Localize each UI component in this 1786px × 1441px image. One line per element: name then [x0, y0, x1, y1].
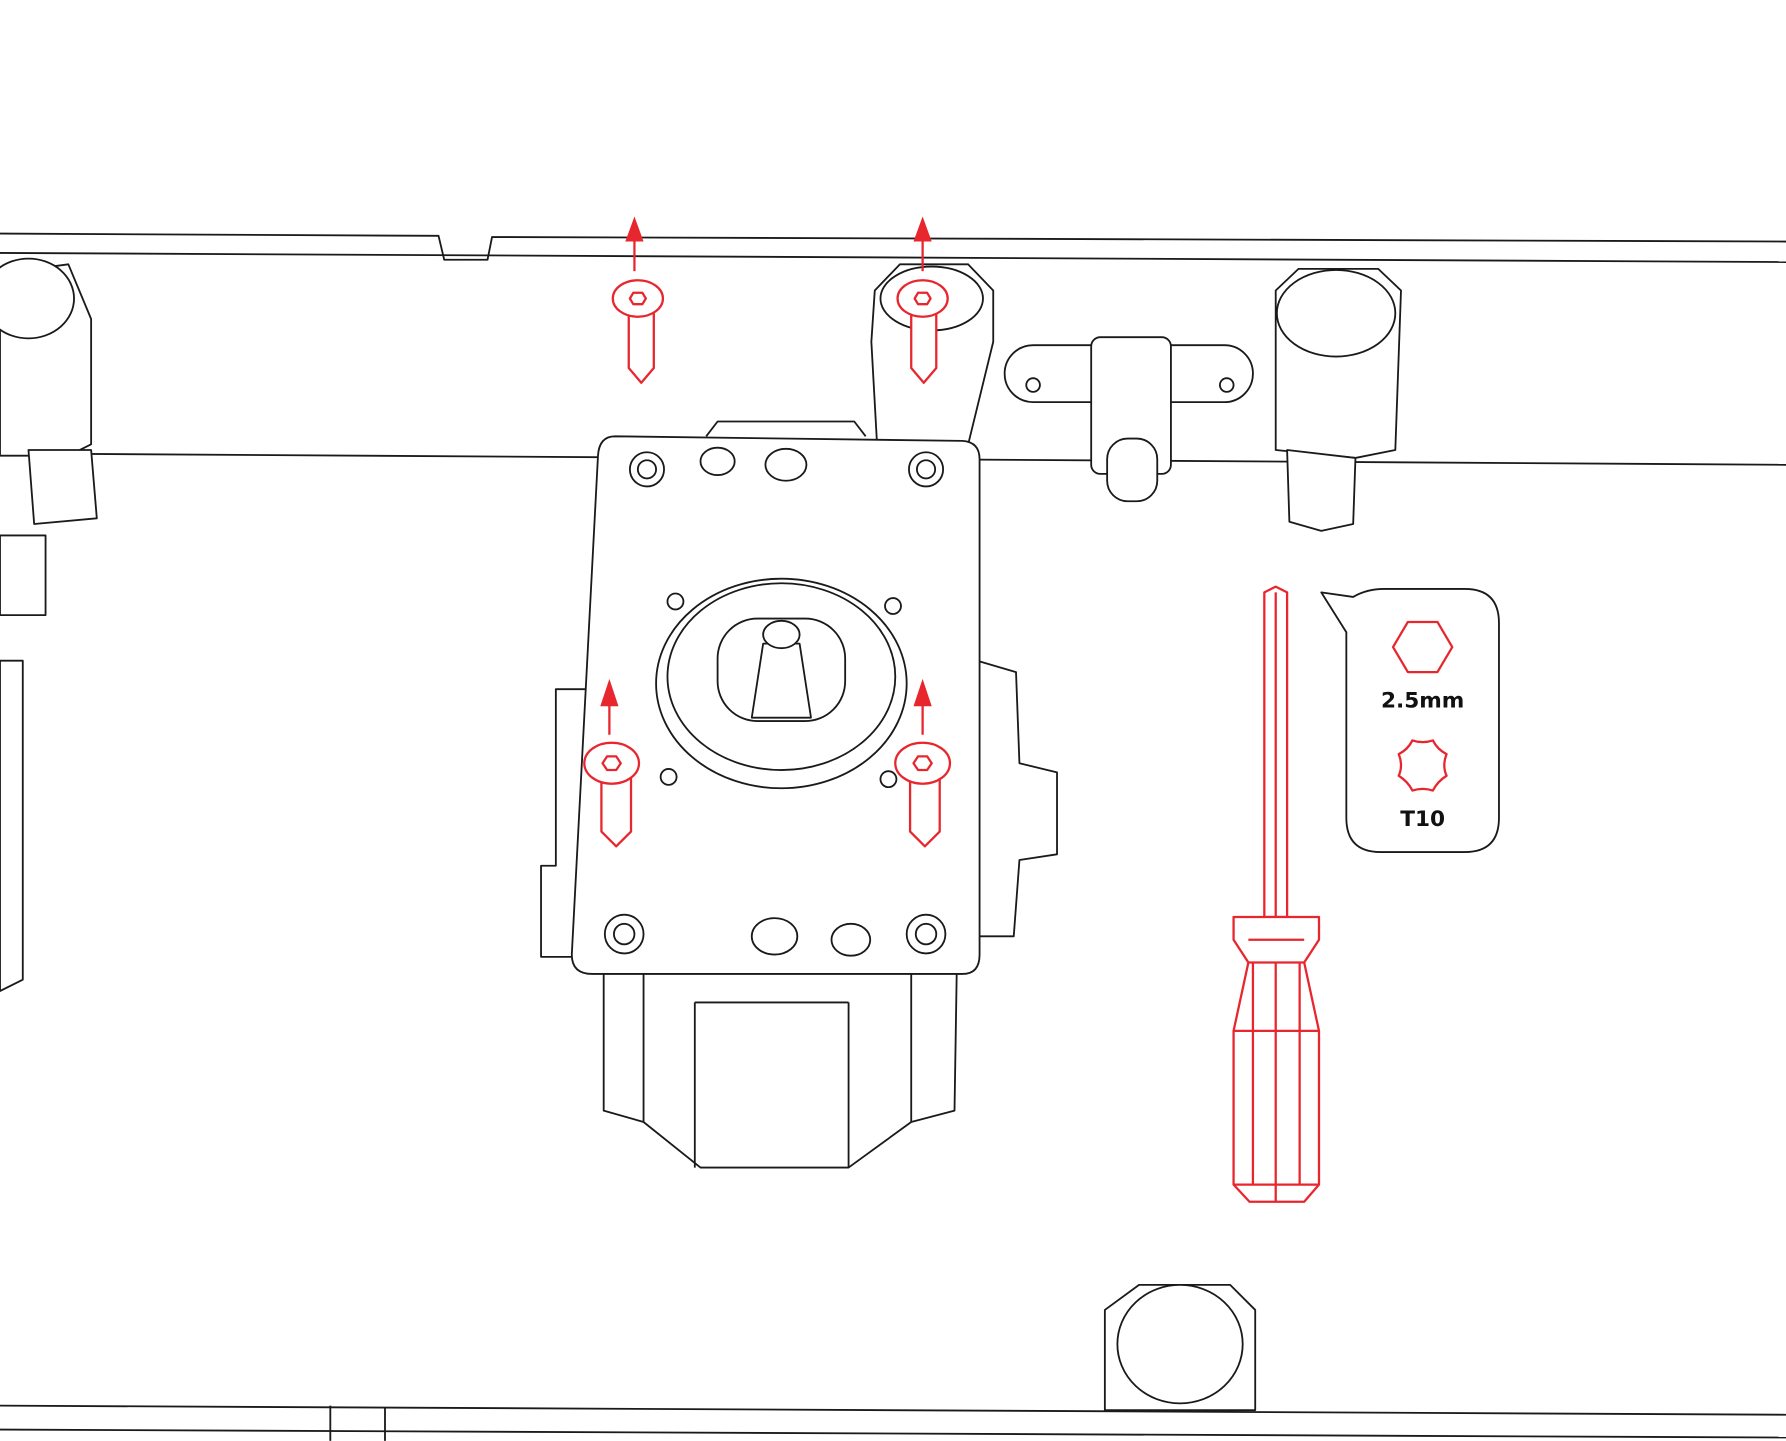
clamp-bracket — [1003, 336, 1254, 503]
screw-top-left — [611, 216, 665, 384]
screw-top-right — [896, 216, 949, 384]
standoff-bottom — [1103, 1283, 1257, 1412]
hex-bit-icon — [1391, 620, 1454, 674]
screwdriver-icon — [1232, 585, 1321, 1203]
left-standoff — [0, 257, 98, 992]
hex-size-label: 2.5mm — [1381, 688, 1464, 713]
standoff-right — [1274, 267, 1402, 532]
tool-callout: 2.5mm T10 — [1320, 588, 1500, 853]
screw-bottom-left — [583, 678, 641, 848]
torx-bit-icon — [1397, 739, 1448, 792]
screw-bottom-right — [894, 678, 952, 848]
motor — [602, 967, 958, 1169]
torx-size-label: T10 — [1400, 807, 1445, 832]
bottom-rail — [0, 1404, 1786, 1441]
mounting-plate — [570, 420, 981, 975]
